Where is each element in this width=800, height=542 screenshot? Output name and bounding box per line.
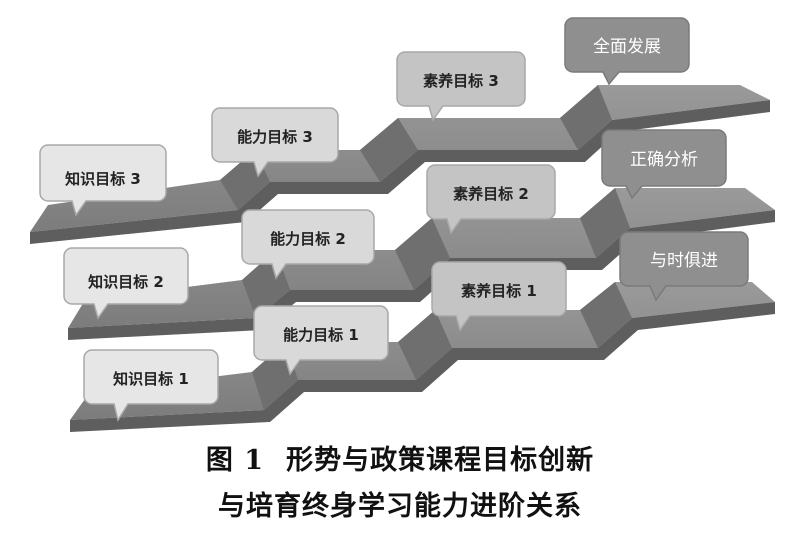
stair-row-3-riser-3: [560, 85, 612, 150]
stair-row-3-riser-2: [360, 118, 418, 182]
bubble-goal-row-3-label: 全面发展: [593, 37, 661, 57]
bubble-literacy-3: 素养目标 3: [396, 51, 526, 122]
bubble-knowledge-2: 知识目标 2: [63, 247, 189, 320]
staircase-diagram: 知识目标 3 能力目标 3 素养目标 3 全面发展 知识目标 2 能力目标 2 …: [30, 17, 775, 432]
bubble-literacy-3-label: 素养目标 3: [423, 72, 499, 90]
bubble-knowledge-1: 知识目标 1: [83, 349, 219, 422]
stair-row-3-front: [30, 100, 770, 244]
bubble-goal-row-3: 全面发展: [564, 17, 690, 86]
stair-row-3: [30, 85, 770, 244]
bubble-goal-row-1-label: 与时俱进: [650, 251, 718, 271]
bubble-goal-row-1: 与时俱进: [619, 231, 749, 302]
bubble-knowledge-2-label: 知识目标 2: [88, 273, 164, 291]
bubble-knowledge-3: 知识目标 3: [39, 144, 167, 217]
bubble-knowledge-1-label: 知识目标 1: [113, 370, 189, 388]
bubble-literacy-1: 素养目标 1: [431, 261, 567, 332]
bubble-ability-3: 能力目标 3: [211, 107, 339, 178]
stair-row-1-riser-2: [398, 310, 452, 380]
stair-row-1-riser-3: [580, 282, 632, 348]
bubble-ability-2: 能力目标 2: [241, 209, 375, 280]
bubble-ability-3-label: 能力目标 3: [237, 128, 313, 146]
figure-caption-line-2: 与培育终身学习能力进阶关系: [0, 484, 800, 523]
stair-row-1-front: [70, 302, 775, 432]
bubble-literacy-2-label: 素养目标 2: [453, 185, 529, 203]
bubble-ability-1: 能力目标 1: [253, 305, 389, 376]
figure-title-line-2: 与培育终身学习能力进阶关系: [218, 491, 582, 522]
bubble-literacy-1-label: 素养目标 1: [461, 282, 537, 300]
figure-number: 图 1: [205, 445, 265, 476]
bubble-goal-row-2-label: 正确分析: [630, 150, 698, 170]
bubble-goal-row-2: 正确分析: [601, 129, 727, 200]
figure-title-line-1: 形势与政策课程目标创新: [286, 445, 595, 476]
bubble-ability-1-label: 能力目标 1: [283, 326, 359, 344]
bubble-ability-2-label: 能力目标 2: [270, 230, 346, 248]
stair-row-2-riser-2: [395, 218, 450, 290]
stair-row-2-riser-3: [580, 188, 630, 258]
bubble-literacy-2: 素养目标 2: [426, 164, 556, 235]
stair-row-2-front: [68, 210, 775, 340]
figure-caption-line-1: 图 1 形势与政策课程目标创新: [0, 438, 800, 477]
bubble-knowledge-3-label: 知识目标 3: [65, 170, 141, 188]
